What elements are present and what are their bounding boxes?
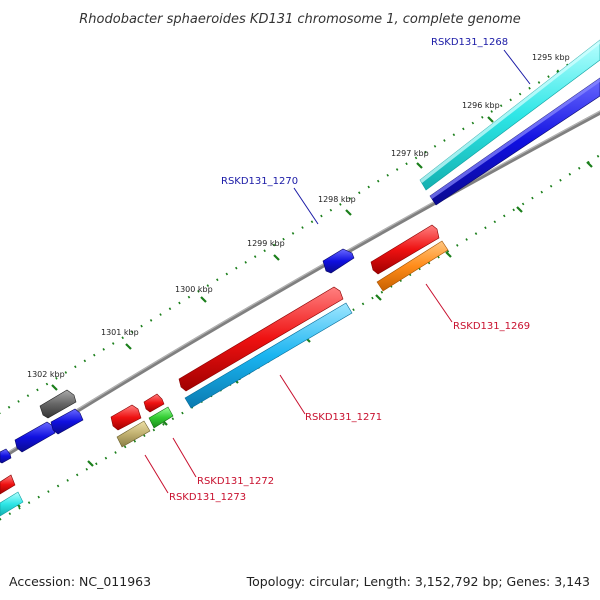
gene-arrow-red-1269[interactable] bbox=[370, 224, 440, 275]
scale-label: 1301 kbp bbox=[101, 328, 139, 337]
accession-text: Accession: NC_011963 bbox=[9, 574, 151, 589]
gene-arrow-blue-b[interactable] bbox=[50, 408, 84, 435]
gene-bar-cyan-1268[interactable] bbox=[419, 39, 600, 191]
gene-label-rskd131-1269[interactable]: RSKD131_1269 bbox=[453, 321, 530, 332]
leader-lines bbox=[144, 49, 531, 494]
gene-bar-blue-1268[interactable] bbox=[429, 77, 600, 206]
gene-label-rskd131-1271[interactable]: RSKD131_1271 bbox=[305, 412, 382, 423]
scale-label: 1296 kbp bbox=[462, 101, 500, 110]
chromosome-backbone bbox=[0, 110, 600, 462]
gene-label-rskd131-1273[interactable]: RSKD131_1273 bbox=[169, 492, 246, 503]
gene-arrow-blue-c[interactable] bbox=[0, 448, 12, 464]
gene-arrow-1270[interactable] bbox=[322, 248, 355, 274]
outer-tick-track bbox=[0, 44, 600, 415]
gene-label-rskd131-1270[interactable]: RSKD131_1270 bbox=[221, 176, 298, 187]
gene-bar-lightblue-1271[interactable] bbox=[184, 302, 353, 409]
gene-arrow-red-small-b[interactable] bbox=[143, 393, 165, 413]
gene-bar-orange-1269[interactable] bbox=[376, 240, 449, 292]
scale-label: 1300 kbp bbox=[175, 285, 213, 294]
topology-text: Topology: circular; Length: 3,152,792 bp… bbox=[246, 574, 590, 589]
gene-arrow-blue-a[interactable] bbox=[14, 421, 56, 453]
gene-bar-khaki-1273[interactable] bbox=[116, 420, 151, 448]
gene-arrow-red-1271[interactable] bbox=[178, 286, 344, 392]
scale-label: 1302 kbp bbox=[27, 370, 65, 379]
gene-arrow-gray[interactable] bbox=[39, 389, 77, 419]
gene-label-rskd131-1268[interactable]: RSKD131_1268 bbox=[431, 37, 508, 48]
gene-bar-cyan-partial[interactable] bbox=[0, 491, 24, 517]
gene-bar-red-partial[interactable] bbox=[0, 474, 16, 495]
scale-labels: 1295 kbp 1296 kbp 1297 kbp 1298 kbp 1299… bbox=[27, 53, 570, 379]
scale-label: 1297 kbp bbox=[391, 149, 429, 158]
scale-label: 1298 kbp bbox=[318, 195, 356, 204]
outer-major-ticks bbox=[51, 70, 563, 391]
gene-label-rskd131-1272[interactable]: RSKD131_1272 bbox=[197, 476, 274, 487]
scale-label: 1295 kbp bbox=[532, 53, 570, 62]
gene-bar-green-1272[interactable] bbox=[148, 406, 174, 429]
scale-label: 1299 kbp bbox=[247, 239, 285, 248]
gene-arrow-red-small-a[interactable] bbox=[110, 404, 142, 431]
map-title: Rhodobacter sphaeroides KD131 chromosome… bbox=[79, 12, 520, 27]
